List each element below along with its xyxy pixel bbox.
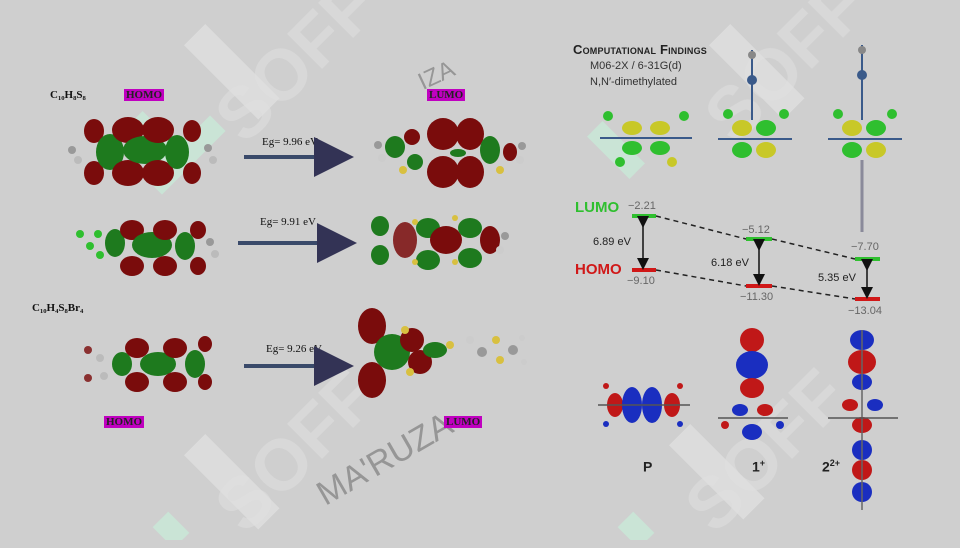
watermark-accent [587,121,645,179]
species-name: P [643,458,653,475]
species-label-1: 1+ [752,458,765,475]
lumo-level-name: LUMO [575,199,620,216]
watermark-bar [184,434,280,530]
watermark-accent [152,511,190,540]
homo-tag-top: HOMO [124,89,165,101]
watermark-bar [184,24,280,120]
homo-isosurface-p [598,383,690,427]
watermark-bar [669,424,765,520]
homo-orbital-3 [84,336,212,392]
gap-value-p: 6.89 eV [593,236,631,248]
lumo-isosurface-p [600,111,692,167]
homo-orbital-1 [68,117,217,186]
homo-tag-bottom: HOMO [104,416,145,428]
homo-energy-2: −13.04 [848,305,882,317]
species-charge: 2+ [829,458,841,468]
gap-value-2: 5.35 eV [818,272,856,284]
formula-bottom: C₁₀H₄S₈Br₄ [32,302,84,314]
homo-isosurface-1 [718,328,788,440]
homo-energy-1: −11.30 [740,291,774,303]
lumo-tag-top: LUMO [427,89,466,101]
lumo-isosurface-2 [828,45,902,232]
homo-isosurface-2 [828,330,898,510]
gap-value-1: 6.18 eV [711,257,749,269]
homo-energy-p: −9.10 [627,275,655,287]
lumo-orbital-3 [358,308,527,398]
gap-label-1: Eg= 9.96 eV [262,136,318,148]
substitution-note: N,N′-dimethylated [590,76,678,88]
findings-title: Computational Findings [573,42,708,57]
gap-label-2: Eg= 9.91 eV [260,216,316,228]
lumo-orbital-1 [374,118,526,188]
species-label-2: 22+ [822,458,840,475]
homo-level-name: HOMO [575,261,622,278]
watermark-bar [709,24,805,120]
lumo-energy-2: −7.70 [851,241,879,253]
homo-connector [655,269,747,287]
species-label-p: P [643,458,652,475]
gap-label-3: Eg= 9.26 eV [266,343,322,355]
lumo-connector [655,215,747,240]
lumo-orbital-2 [371,215,509,270]
lumo-connector [771,238,856,260]
formula-top: C₁₀H₈S₈ [50,89,86,101]
lumo-isosurface-1 [718,50,792,158]
lumo-energy-p: −2.21 [628,200,656,212]
species-name: 2 [822,458,830,475]
lumo-energy-1: −5.12 [742,224,770,236]
species-name: 1 [752,458,760,475]
lumo-tag-bottom: LUMO [444,416,483,428]
homo-orbital-2 [76,220,219,276]
homo-connector [771,285,856,300]
species-charge: + [759,458,766,468]
method-label: M06-2X / 6-31G(d) [590,60,682,72]
watermark-accent [617,511,655,540]
